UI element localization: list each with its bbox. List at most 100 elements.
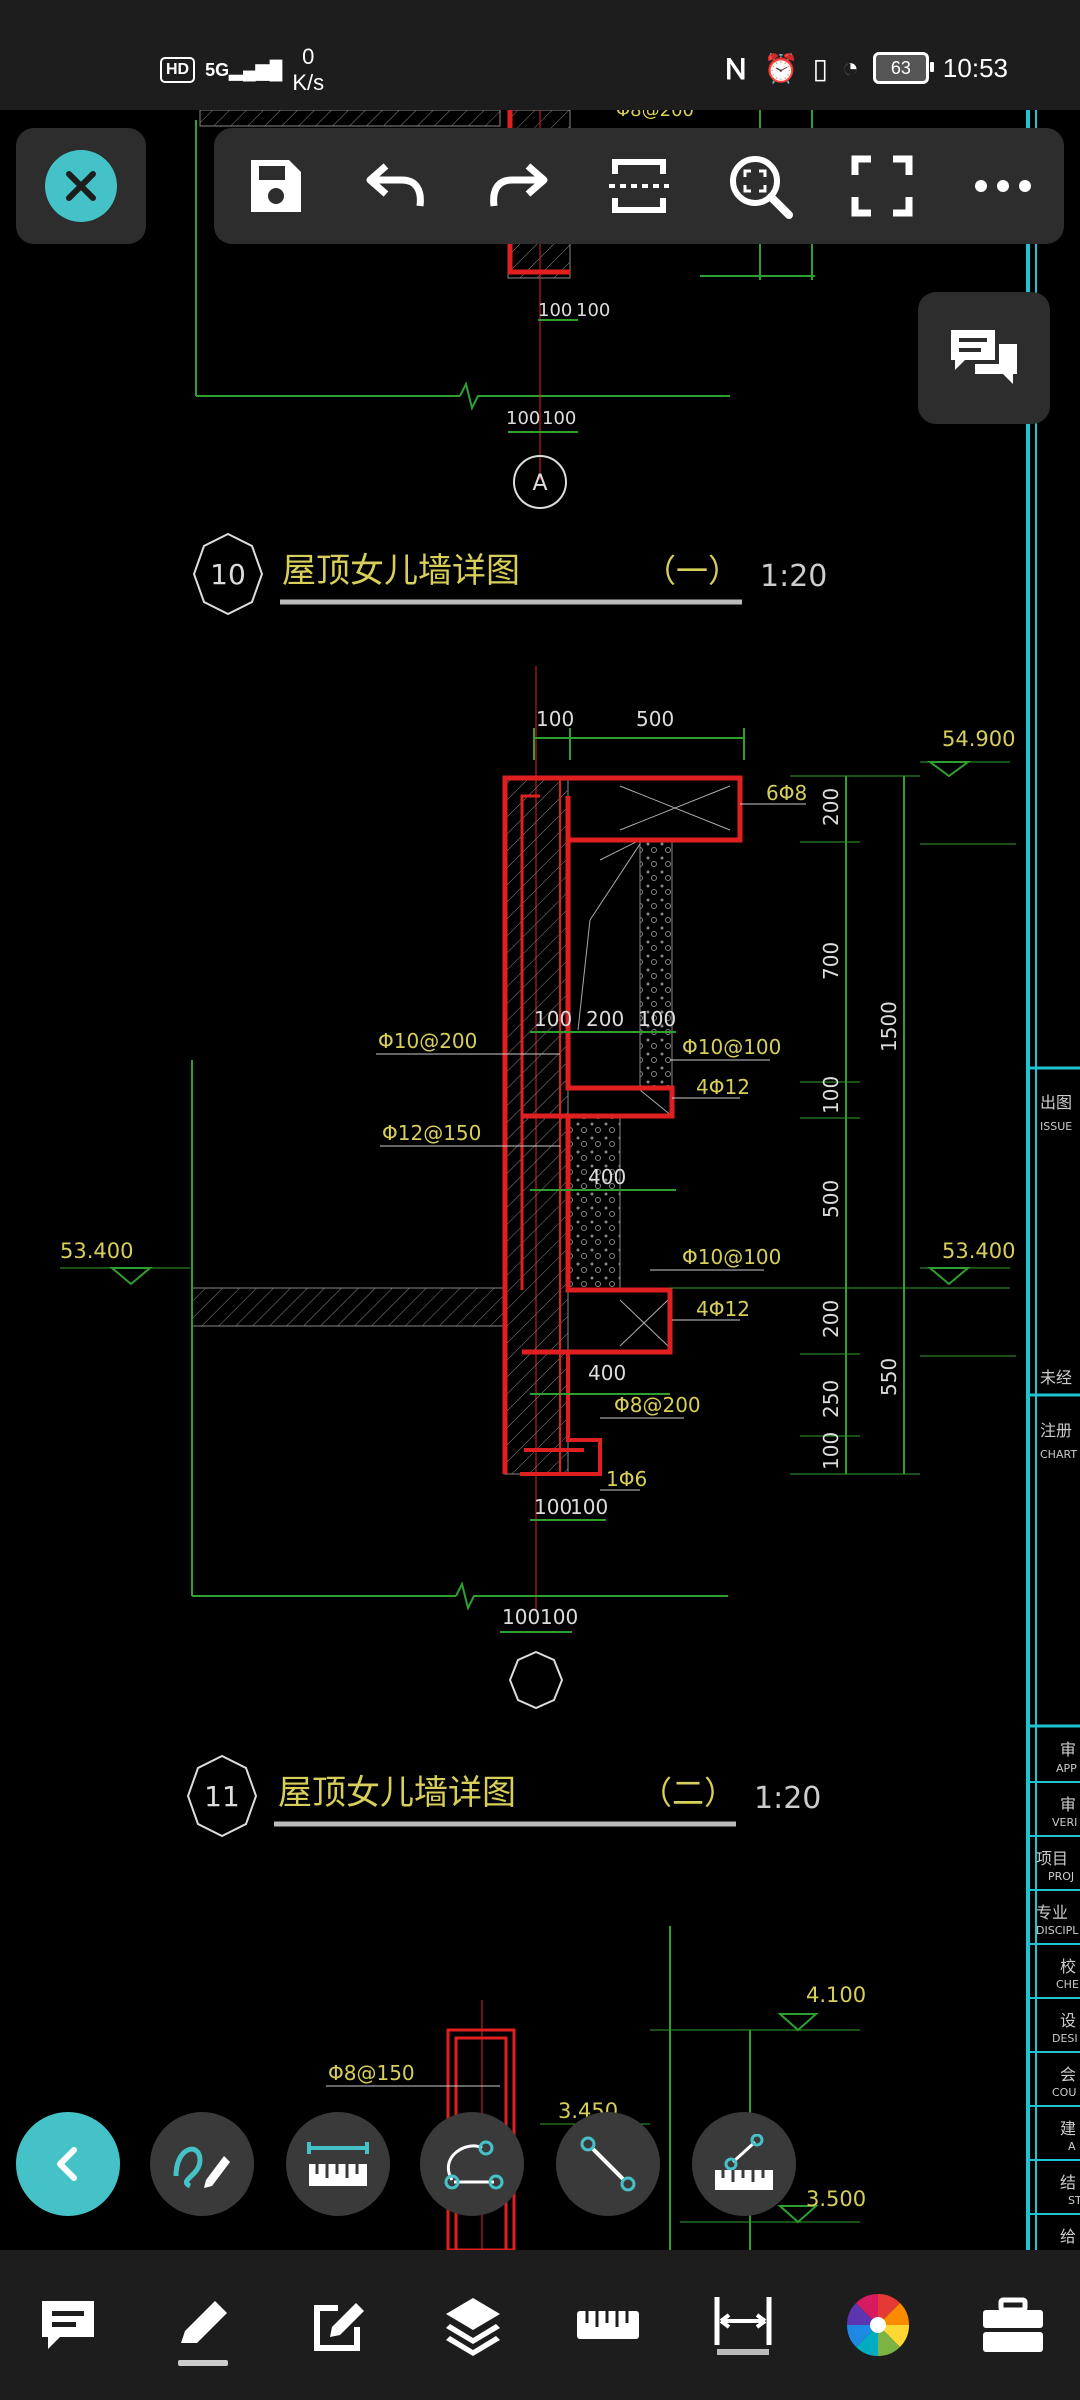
comment-button[interactable] [23, 2280, 113, 2370]
svg-text:250: 250 [819, 1380, 843, 1418]
svg-text:会: 会 [1060, 2065, 1076, 2084]
measure-tool-button[interactable] [286, 2112, 390, 2216]
svg-text:100: 100 [536, 707, 574, 731]
hd-badge: HD [160, 57, 196, 83]
svg-text:100: 100 [542, 408, 576, 429]
detail-10-section: 100 500 100 200 100 400 400 100 100 100 … [60, 666, 1016, 1710]
svg-text:DISCIPL: DISCIPL [1036, 1924, 1079, 1937]
top-toolbar [214, 128, 1064, 244]
back-icon [57, 2147, 77, 2181]
undo-icon [366, 163, 424, 207]
region-select-button[interactable] [599, 146, 679, 226]
comment-icon [41, 2301, 94, 2349]
svg-text:校: 校 [1060, 1957, 1076, 1976]
svg-text:100: 100 [506, 408, 540, 429]
measure-line-button[interactable] [692, 2112, 796, 2216]
ruler-button[interactable] [563, 2280, 653, 2370]
line-tool-button[interactable] [556, 2112, 660, 2216]
svg-text:550: 550 [877, 1358, 901, 1396]
save-icon [250, 160, 301, 212]
svg-text:审: 审 [1060, 1740, 1076, 1759]
svg-text:100: 100 [576, 300, 610, 321]
svg-text:Φ10@100: Φ10@100 [682, 1035, 781, 1059]
edit-icon [313, 2303, 364, 2351]
more-icon [975, 180, 1032, 192]
svg-text:Φ8@150: Φ8@150 [328, 2061, 415, 2085]
alarm-icon: ⏰ [763, 52, 799, 84]
pencil-button[interactable] [158, 2280, 248, 2370]
svg-text:Φ10@100: Φ10@100 [682, 1245, 781, 1269]
dimension-icon [714, 2297, 771, 2355]
svg-text:100: 100 [534, 1007, 572, 1031]
svg-text:11: 11 [204, 1780, 240, 1813]
svg-text:54.900: 54.900 [942, 727, 1015, 751]
svg-text:1:20: 1:20 [760, 559, 827, 594]
dimension-button[interactable] [698, 2280, 788, 2370]
fullscreen-icon [851, 155, 913, 217]
fullscreen-button[interactable] [842, 146, 922, 226]
svg-text:53.400: 53.400 [60, 1239, 133, 1263]
svg-text:建: 建 [1060, 2119, 1076, 2138]
svg-text:PROJ: PROJ [1048, 1870, 1074, 1883]
svg-text:100: 100 [570, 1495, 608, 1519]
svg-text:100: 100 [538, 300, 572, 321]
svg-text:结: 结 [1060, 2173, 1076, 2192]
svg-text:Φ12@150: Φ12@150 [382, 1121, 481, 1145]
curve-tool-button[interactable] [420, 2112, 524, 2216]
drawing-canvas[interactable]: 出图 ISSUE 未经 注册 CHART 审 APP 审 VERI 项目 PRO… [0, 110, 1080, 2250]
svg-text:100: 100 [502, 1605, 540, 1629]
svg-text:A: A [532, 471, 547, 496]
redo-icon [489, 163, 548, 207]
svg-text:1500: 1500 [877, 1001, 901, 1052]
close-icon [66, 171, 96, 201]
measure-tool-icon [307, 2142, 369, 2186]
chat-button[interactable] [918, 292, 1050, 424]
close-button[interactable] [16, 128, 146, 244]
svg-text:给: 给 [1060, 2227, 1076, 2246]
svg-text:200: 200 [819, 788, 843, 826]
svg-text:（一）: （一） [644, 552, 740, 590]
toolbox-icon [982, 2297, 1043, 2352]
detail-10-title: 10 屋顶女儿墙详图 （一） 1:20 [192, 532, 827, 616]
svg-text:未经: 未经 [1040, 1368, 1072, 1387]
svg-text:Φ10@200: Φ10@200 [378, 1029, 477, 1053]
svg-text:700: 700 [819, 942, 843, 980]
chat-icon [951, 330, 1017, 384]
svg-text:VERI: VERI [1052, 1816, 1077, 1829]
layers-button[interactable] [428, 2280, 518, 2370]
svg-text:ISSUE: ISSUE [1040, 1120, 1072, 1133]
svg-text:出图: 出图 [1040, 1093, 1072, 1112]
svg-text:200: 200 [586, 1007, 624, 1031]
toolbox-button[interactable] [968, 2280, 1058, 2370]
freehand-draw-button[interactable] [150, 2112, 254, 2216]
zoom-fit-button[interactable] [720, 146, 800, 226]
svg-text:COU: COU [1052, 2086, 1076, 2099]
svg-text:100: 100 [819, 1076, 843, 1114]
svg-text:10: 10 [210, 558, 246, 591]
svg-text:53.400: 53.400 [942, 1239, 1015, 1263]
freehand-draw-icon [173, 2146, 230, 2189]
ruler-icon [576, 2311, 639, 2339]
vibrate-icon: ▯ [812, 52, 828, 84]
color-wheel-button[interactable] [833, 2280, 923, 2370]
bottom-toolbar [0, 2250, 1080, 2400]
clock: 10:53 [942, 52, 1008, 83]
svg-text:Φ8@200: Φ8@200 [614, 1393, 701, 1417]
layers-icon [445, 2298, 500, 2356]
redo-button[interactable] [478, 146, 558, 226]
nfc-icon: Ｎ [721, 54, 750, 85]
save-button[interactable] [235, 146, 315, 226]
title-block: 出图 ISSUE 未经 注册 CHART 审 APP 审 VERI 项目 PRO… [1026, 110, 1080, 2250]
undo-button[interactable] [356, 146, 436, 226]
svg-text:CHE: CHE [1056, 1978, 1079, 1991]
svg-text:设: 设 [1060, 2011, 1076, 2030]
svg-text:500: 500 [636, 707, 674, 731]
svg-text:APP: APP [1056, 1762, 1077, 1775]
svg-text:500: 500 [819, 1180, 843, 1218]
zoom-fit-icon [730, 156, 794, 219]
edit-button[interactable] [293, 2280, 383, 2370]
svg-text:项目: 项目 [1036, 1849, 1068, 1868]
back-tool-button[interactable] [16, 2112, 120, 2216]
more-button[interactable] [963, 146, 1043, 226]
